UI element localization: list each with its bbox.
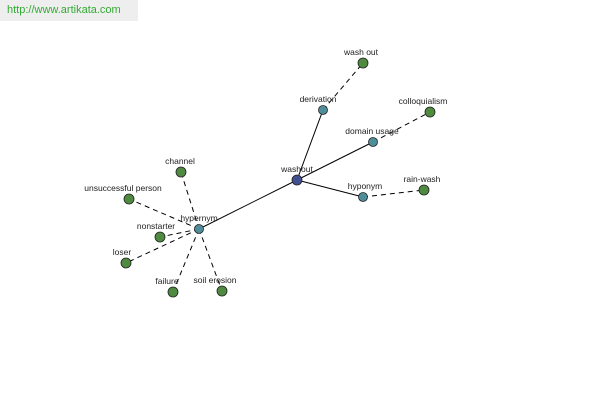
node-hypernym[interactable] [194,224,204,234]
node-label-hypernym[interactable]: hypernym [180,213,217,223]
node-label-channel[interactable]: channel [165,156,195,166]
node-channel[interactable] [175,166,187,178]
node-loser[interactable] [120,257,132,269]
node-soil-erosion[interactable] [216,285,228,297]
edge-hypernym-loser [125,228,200,264]
node-label-unsuccessful-person[interactable]: unsuccessful person [84,183,162,193]
node-nonstarter[interactable] [154,231,166,243]
node-derivation[interactable] [318,105,328,115]
labels-layer: washout derivation domain usage hyponym hype… [84,47,447,286]
node-label-soil-erosion[interactable]: soil erosion [194,275,237,285]
node-failure[interactable] [167,286,179,298]
node-label-rain-wash[interactable]: rain-wash [404,174,441,184]
node-label-domain-usage[interactable]: domain usage [345,126,399,136]
edge-hypernym-unsuccessful-person [128,198,200,230]
node-label-failure[interactable]: failure [155,276,178,286]
node-label-washout[interactable]: washout [280,164,313,174]
edge-washout-domain-usage [296,141,374,181]
node-hyponym[interactable] [358,192,368,202]
edge-washout-derivation [296,109,324,181]
node-label-hyponym[interactable]: hyponym [348,181,383,191]
node-washout[interactable] [291,174,303,186]
edge-derivation-wash-out [322,62,364,111]
edge-hypernym-channel [180,171,200,230]
edge-hypernym-soil-erosion [198,228,223,292]
node-label-colloquialism[interactable]: colloquialism [399,96,448,106]
node-label-wash-out[interactable]: wash out [343,47,379,57]
edges-layer [125,62,431,293]
site-url-link[interactable]: http://www.artikata.com [7,4,121,16]
edge-washout-hypernym [198,179,298,230]
node-domain-usage[interactable] [368,137,378,147]
edge-hyponym-rain-wash [362,189,425,198]
node-label-nonstarter[interactable]: nonstarter [137,221,175,231]
node-unsuccessful-person[interactable] [123,193,135,205]
node-colloquialism[interactable] [424,106,436,118]
edge-hypernym-failure [172,228,200,293]
url-banner: http://www.artikata.com [0,0,138,21]
node-label-loser[interactable]: loser [113,247,132,257]
edge-hypernym-nonstarter [159,228,200,238]
node-label-derivation[interactable]: derivation [300,94,337,104]
edge-washout-hyponym [296,179,364,198]
node-rain-wash[interactable] [418,184,430,196]
node-wash-out[interactable] [357,57,369,69]
nodes-layer [120,57,436,298]
edge-domain-usage-colloquialism [372,111,431,143]
